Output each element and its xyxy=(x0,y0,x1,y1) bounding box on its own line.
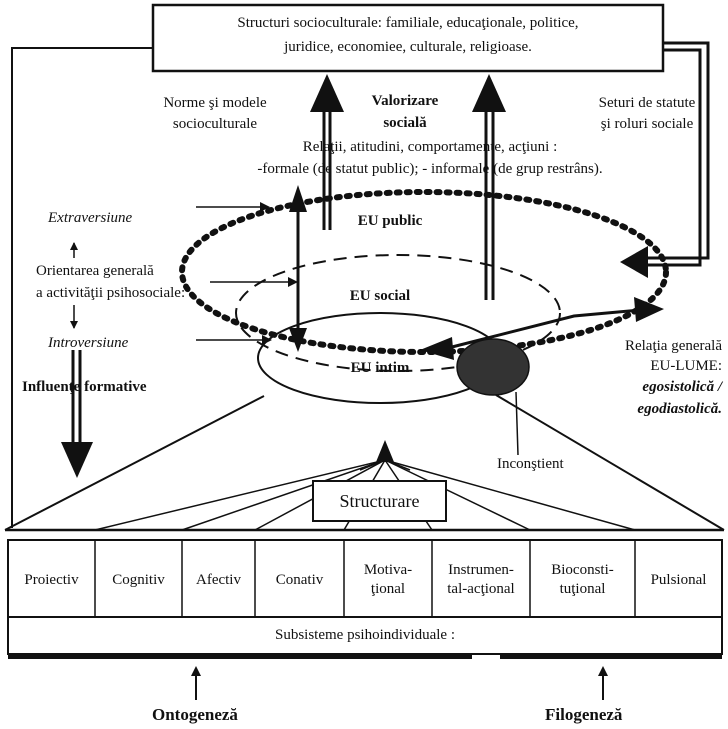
structuring-apex-arrowhead xyxy=(376,440,394,462)
eu-public-label: EU public xyxy=(357,213,423,229)
vertical-double-arrow-top xyxy=(289,185,307,212)
trapezoid-left-edge xyxy=(4,395,265,531)
up-arrowhead-right xyxy=(472,74,506,112)
influences-label: Influenţe formative xyxy=(22,379,147,395)
trapezoid-right-edge xyxy=(495,394,725,531)
subsystems-column-dividers xyxy=(94,540,636,617)
subsystems-caption: Subsisteme psihoindividuale : xyxy=(275,627,455,643)
subsystem-cell: Conativ xyxy=(275,571,324,588)
ontogenesis-label: Ontogeneză xyxy=(152,705,238,724)
valorization-label-line-2: socială xyxy=(383,115,427,131)
unconscious-pointer xyxy=(515,391,519,456)
structuring-box xyxy=(312,480,447,522)
statutes-label-line-1: Seturi de statute xyxy=(598,95,696,111)
right-connector-line-inner xyxy=(648,48,702,267)
unconscious-blob xyxy=(456,338,530,396)
orientation-line-2: a activităţii psihosociale: xyxy=(36,285,186,301)
eu-social-label: EU social xyxy=(349,288,411,304)
up-arrowhead-left xyxy=(310,74,344,112)
orientation-line-1: Orientarea generală xyxy=(36,263,154,279)
subsystem-cell: Pulsional xyxy=(650,571,707,588)
relations-line-2: -formale (de statut public); - informale… xyxy=(257,161,603,177)
vertical-double-arrow-bottom xyxy=(289,328,307,352)
structuring-label: Structurare xyxy=(339,491,420,511)
relation-arrowhead-left xyxy=(420,337,454,360)
left-connector-line xyxy=(11,47,153,528)
relation-arrow-line xyxy=(447,308,641,350)
relation-arrowhead-right xyxy=(634,297,664,322)
norms-label-line-1: Norme şi modele xyxy=(163,95,267,111)
ellipse-eu-public xyxy=(179,189,669,355)
introversion-label: Introversiune xyxy=(48,335,129,351)
relation-label-line-1: Relaţia generală xyxy=(624,338,722,354)
top-box-line-1: Structuri socioculturale: familiale, edu… xyxy=(237,15,579,31)
phylogenesis-label: Filogeneză xyxy=(545,705,623,724)
top-structures-box xyxy=(151,3,665,73)
subsystems-table xyxy=(7,539,723,655)
influence-arrowhead xyxy=(61,442,93,478)
top-box-line-2: juridice, economiee, culturale, religioa… xyxy=(284,39,532,55)
relation-label-line-2: EU-LUME: xyxy=(650,358,722,374)
relation-label-line-4: egodiastolică. xyxy=(637,401,722,417)
unconscious-label: Inconştient xyxy=(497,456,564,472)
norms-label-line-2: socioculturale xyxy=(172,116,258,132)
relation-label-line-3: egosistolică / xyxy=(642,379,722,395)
subsystem-cell: Motiva-ţional xyxy=(363,562,413,597)
right-connector-arrowhead xyxy=(620,246,648,278)
statutes-label-line-2: şi roluri sociale xyxy=(600,116,694,132)
subsystem-cell: Bioconsti-tuţional xyxy=(551,562,614,597)
right-connector-line xyxy=(648,41,710,260)
eu-intim-label: EU intim xyxy=(350,360,410,376)
extraversion-label: Extraversiune xyxy=(48,210,133,226)
subsystem-cell: Instrumen-tal-acţional xyxy=(447,562,515,597)
valorization-label-line-1: Valorizare xyxy=(371,93,439,109)
subsystem-cell: Proiectiv xyxy=(24,571,79,588)
subsystem-cell: Afectiv xyxy=(196,571,241,588)
subsystem-cell: Cognitiv xyxy=(112,571,165,588)
relations-line-1: Relaţii, atitudini, comportamente, acţiu… xyxy=(302,139,558,155)
ellipse-eu-social xyxy=(235,254,561,372)
